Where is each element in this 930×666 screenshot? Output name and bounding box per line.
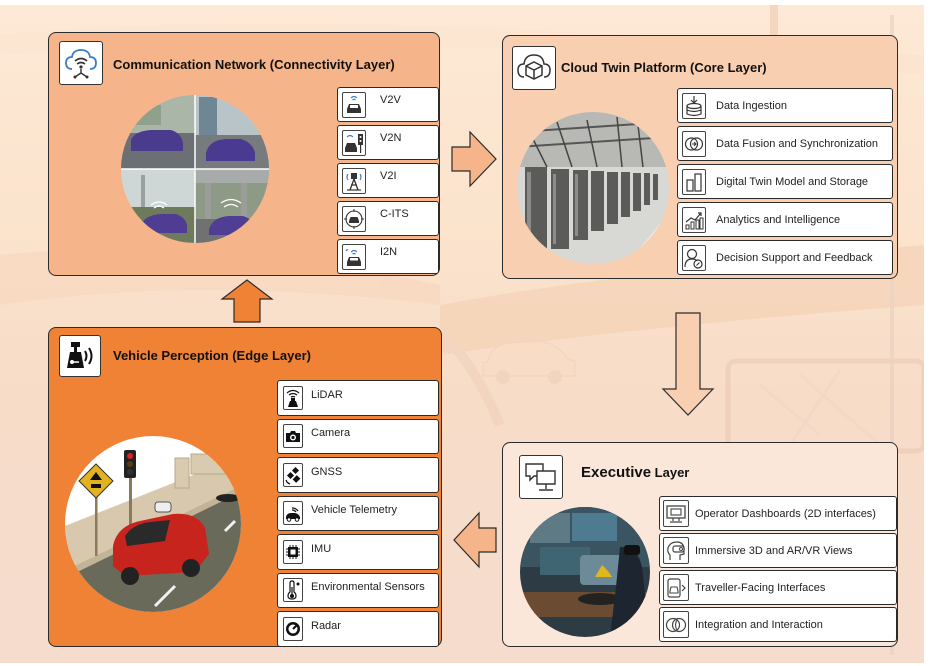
connectivity-item-label: V2V	[380, 93, 401, 106]
sensor-item-gnss: GNSS	[277, 457, 439, 493]
chat-monitor-icon	[519, 455, 563, 499]
connectivity-item-c-its: C-ITS	[337, 201, 439, 236]
storage-blocks-icon	[682, 168, 706, 195]
sensor-item-label: Vehicle Telemetry	[311, 504, 398, 517]
executive-layer-title: Executive Layer	[581, 464, 689, 481]
edge-layer-title: Vehicle Perception (Edge Layer)	[113, 348, 311, 363]
lidar-icon	[283, 385, 303, 410]
core-item-label: Data Ingestion	[716, 99, 787, 112]
satellite-icon	[283, 462, 303, 487]
sensor-item-vehicle-telemetry: Vehicle Telemetry	[277, 495, 439, 531]
sync-circles-icon	[682, 130, 706, 157]
executive-layer-panel: Executive Layer	[502, 442, 898, 647]
radar-icon	[283, 616, 303, 641]
core-item-label: Decision Support and Feedback	[716, 251, 873, 264]
flow-arrow-left	[453, 511, 497, 569]
core-item-data-fusion: Data Fusion and Synchronization	[677, 126, 893, 161]
executive-item-label: Integration and Interaction	[695, 618, 823, 631]
connectivity-item-label: C-ITS	[380, 207, 409, 220]
sensor-item-label: Camera	[311, 427, 351, 440]
cloud-twin-platform-panel: Cloud Twin Platform (Core Layer)	[502, 35, 898, 279]
connectivity-item-v2n: V2N	[337, 125, 439, 160]
sensor-item-radar: Radar	[277, 611, 439, 647]
connectivity-item-list: V2V V2N V2I C-ITS	[337, 87, 439, 274]
connectivity-item-v2i: V2I	[337, 163, 439, 198]
radio-tower-icon	[342, 167, 366, 194]
mobile-car-icon	[663, 574, 689, 601]
operator-control-station-image	[520, 507, 650, 637]
autonomous-vehicle-image	[65, 436, 241, 612]
connectivity-item-v2v: V2V	[337, 87, 439, 122]
diagram-canvas: Communication Network (Connectivity Laye…	[0, 5, 924, 663]
database-download-icon	[682, 92, 706, 119]
connected-vehicles-collage-image	[121, 95, 269, 243]
core-item-label: Digital Twin Model and Storage	[716, 175, 869, 188]
executive-title-rest: Layer	[654, 465, 690, 480]
monitor-icon	[663, 500, 689, 527]
integration-circles-icon	[663, 611, 689, 638]
car-wireless-icon	[342, 91, 366, 118]
connectivity-item-label: V2N	[380, 131, 402, 144]
vehicle-perception-panel: Vehicle Perception (Edge Layer)	[48, 327, 442, 647]
cloud-layer-title: Cloud Twin Platform (Core Layer)	[561, 60, 767, 75]
vr-headset-head-icon	[663, 537, 689, 564]
sensor-item-label: Radar	[311, 619, 341, 632]
communication-network-panel: Communication Network (Connectivity Laye…	[48, 32, 440, 276]
executive-item-label: Operator Dashboards (2D interfaces)	[695, 507, 876, 520]
car-signal-icon	[342, 243, 366, 270]
thermometer-icon	[283, 578, 303, 603]
core-item-label: Data Fusion and Synchronization	[716, 137, 879, 150]
connectivity-item-label: I2N	[380, 245, 398, 258]
sensor-item-label: LiDAR	[311, 388, 343, 401]
connectivity-item-label: V2I	[380, 169, 397, 182]
flow-arrow-right	[451, 130, 497, 188]
user-check-icon	[682, 244, 706, 271]
executive-item-label: Traveller-Facing Interfaces	[695, 581, 826, 594]
flow-arrow-up	[220, 279, 274, 323]
executive-title-main: Executive	[581, 464, 652, 481]
core-item-decision-support: Decision Support and Feedback	[677, 240, 893, 275]
executive-item-immersive-views: Immersive 3D and AR/VR Views	[659, 533, 897, 568]
core-item-data-ingestion: Data Ingestion	[677, 88, 893, 123]
car-target-icon	[342, 205, 366, 232]
analytics-chart-icon	[682, 206, 706, 233]
chip-icon	[283, 539, 303, 564]
data-center-server-racks-image	[517, 112, 669, 264]
sensor-item-environmental: Environmental Sensors	[277, 572, 439, 608]
sensor-item-label: GNSS	[311, 465, 343, 478]
car-telemetry-icon	[283, 501, 303, 526]
connectivity-item-i2n: I2N	[337, 239, 439, 274]
edge-sensor-list: LiDAR Camera GNSS Vehicle Telemetry	[277, 380, 439, 647]
executive-item-integration: Integration and Interaction	[659, 607, 897, 642]
executive-item-operator-dashboards: Operator Dashboards (2D interfaces)	[659, 496, 897, 531]
executive-item-label: Immersive 3D and AR/VR Views	[695, 544, 853, 557]
sensor-signal-icon	[59, 335, 101, 377]
core-item-analytics: Analytics and Intelligence	[677, 202, 893, 237]
core-item-label: Analytics and Intelligence	[716, 213, 841, 226]
executive-item-list: Operator Dashboards (2D interfaces) Imme…	[659, 496, 897, 642]
sensor-item-camera: Camera	[277, 418, 439, 454]
flow-arrow-down	[661, 312, 715, 416]
executive-item-traveller-interfaces: Traveller-Facing Interfaces	[659, 570, 897, 605]
communication-layer-title: Communication Network (Connectivity Laye…	[113, 57, 395, 72]
core-item-digital-twin-storage: Digital Twin Model and Storage	[677, 164, 893, 199]
core-layer-item-list: Data Ingestion Data Fusion and Synchroni…	[677, 88, 893, 275]
sensor-item-label: Environmental Sensors	[311, 581, 425, 594]
sensor-item-lidar: LiDAR	[277, 380, 439, 416]
car-traffic-light-icon	[342, 129, 366, 156]
camera-icon	[283, 424, 303, 449]
cloud-wifi-network-icon	[59, 41, 103, 85]
cloud-cube-icon	[512, 46, 556, 90]
sensor-item-imu: IMU	[277, 534, 439, 570]
sensor-item-label: IMU	[311, 542, 332, 555]
